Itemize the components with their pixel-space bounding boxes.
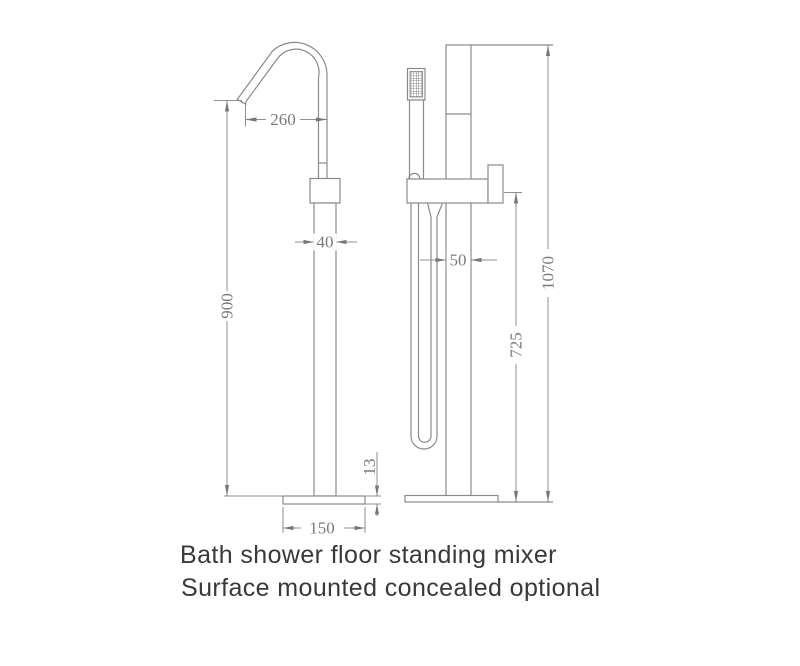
dim-spout-height: 900 [214,100,283,497]
arrowhead-up [374,504,380,515]
front-view [236,41,366,505]
hand-shower-spray-face [409,71,423,98]
arrowhead-right [336,239,347,245]
dim-spout-reach: 260 [245,104,327,129]
hose-nut-arc [408,172,421,180]
base-plate-side [404,494,499,503]
dim-spout-reach-label: 260 [270,110,296,129]
hose-loop-outer [410,435,438,450]
arrowhead-left [303,239,314,245]
arrowhead-down [513,491,519,502]
mixer-lever-knob [487,164,504,204]
dim-base-width-label: 150 [309,519,335,538]
caption-mounting-note: Surface mounted concealed optional [181,574,601,602]
arrowhead-left [283,525,294,531]
hose-connector-cone [426,202,444,218]
arrowhead-up [545,45,551,56]
arrowhead-left [435,257,446,263]
dim-spout-height-label: 900 [218,293,237,319]
mixer-column-side [445,44,472,497]
dim-column-width-label: 40 [317,233,334,252]
dim-overall-height-label: 1070 [539,256,558,290]
spout-tip-face [236,94,247,106]
arrowhead-down [374,485,380,496]
dim-overall-height: 1070 [539,45,558,502]
side-view-dimensions: 50 725 1070 [420,45,558,502]
arrowhead-left [245,117,257,122]
dim-base-thickness-label: 13 [360,459,379,476]
label-backing [446,251,471,269]
dim-column-depth-label: 50 [450,251,467,270]
hose-right-leg [430,217,438,436]
shower-bracket [406,178,489,204]
arrowhead-down [224,485,230,496]
mixer-body-block [309,177,341,204]
arrowhead-right [354,525,365,531]
arrowhead-up [224,100,230,112]
caption-product-title: Bath shower floor standing mixer [180,541,557,569]
spout-outer-outline [240,41,328,179]
front-view-dimensions: 260 40 900 [214,100,381,538]
label-backing [313,233,337,251]
dim-base-width: 150 [282,507,366,538]
dim-column-width: 40 [295,233,357,252]
dim-hand-shower-height-label: 725 [507,332,526,358]
arrowhead-right [471,257,482,263]
arrowhead-right [316,117,327,122]
dim-column-depth: 50 [420,251,497,270]
spout-inner-outline [245,48,320,179]
hand-shower-handle [408,99,425,180]
arrowhead-down [545,491,551,502]
hose-loop-inner [417,435,432,443]
base-plate-front [282,495,366,505]
dim-base-thickness: 13 [360,452,381,516]
dim-hand-shower-height: 725 [504,192,526,502]
side-view [404,44,553,503]
hose-left-leg [410,203,420,436]
arrowhead-up [513,192,519,204]
